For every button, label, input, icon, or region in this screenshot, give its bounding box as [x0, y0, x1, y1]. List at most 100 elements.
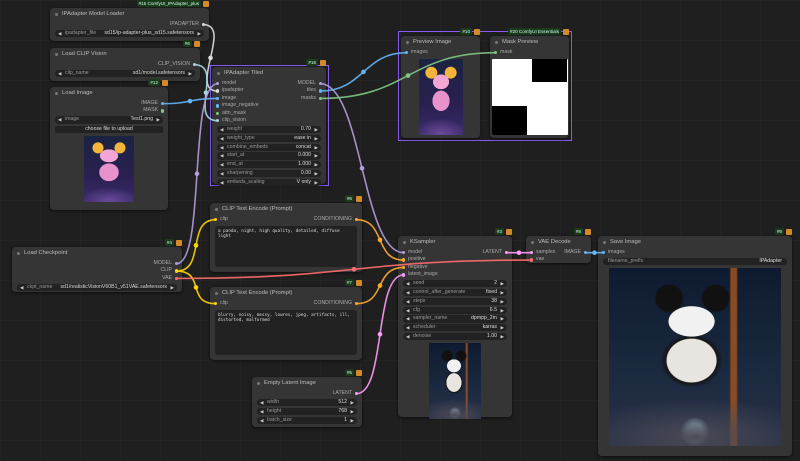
- output-dot-icon[interactable]: [174, 269, 178, 273]
- collapse-dot-icon[interactable]: [403, 241, 406, 244]
- collapse-dot-icon[interactable]: [55, 13, 58, 16]
- output-slot-clip[interactable]: CLIP: [154, 267, 182, 274]
- output-dot-icon[interactable]: [160, 109, 164, 113]
- output-slot-clip-vision[interactable]: CLIP_VISION: [158, 61, 200, 68]
- input-dot-icon[interactable]: [216, 82, 220, 86]
- output-slot-masks[interactable]: masks: [298, 95, 326, 102]
- increment-arrow-icon[interactable]: ▶: [500, 298, 504, 304]
- collapse-dot-icon[interactable]: [215, 292, 218, 295]
- node-title[interactable]: IPAdapter Model Loader#15 ComfyUI_IPAdap…: [50, 0, 209, 21]
- node-title[interactable]: Mask Preview#20 ComfyUI Essentials: [490, 28, 569, 49]
- output-dot-icon[interactable]: [174, 262, 178, 266]
- decrement-arrow-icon[interactable]: ◀: [220, 179, 224, 185]
- output-slot-conditioning[interactable]: CONDITIONING: [314, 216, 362, 223]
- decrement-arrow-icon[interactable]: ◀: [260, 399, 264, 405]
- output-slot-latent[interactable]: LATENT: [482, 249, 512, 256]
- widget-value[interactable]: 6.5: [489, 306, 497, 313]
- output-slot-conditioning[interactable]: CONDITIONING: [314, 300, 362, 307]
- node-title[interactable]: IPAdapter Tiled#16: [212, 59, 326, 80]
- node-title[interactable]: CLIP Text Encode (Prompt)#6: [210, 195, 362, 216]
- widget-value[interactable]: IPAdapter: [759, 257, 782, 264]
- output-dot-icon[interactable]: [354, 392, 358, 396]
- output-dot-icon[interactable]: [318, 96, 322, 101]
- output-slot-image[interactable]: IMAGE: [564, 249, 591, 256]
- collapse-dot-icon[interactable]: [215, 208, 218, 211]
- increment-arrow-icon[interactable]: ▶: [500, 307, 504, 313]
- output-dot-icon[interactable]: [174, 276, 178, 281]
- widget-value[interactable]: 38: [491, 297, 497, 304]
- upload-button[interactable]: choose file to upload: [55, 125, 163, 133]
- widget-value[interactable]: Test1.png: [130, 116, 154, 123]
- input-slot-images[interactable]: images: [598, 249, 625, 256]
- widget-value[interactable]: sd1/model.safetensors: [132, 69, 185, 76]
- output-slot-latent[interactable]: LATENT: [332, 390, 362, 397]
- output-dot-icon[interactable]: [504, 251, 508, 255]
- input-dot-icon[interactable]: [402, 265, 406, 270]
- decrement-arrow-icon[interactable]: ◀: [406, 333, 410, 339]
- increment-arrow-icon[interactable]: ▶: [500, 316, 504, 322]
- increment-arrow-icon[interactable]: ▶: [314, 170, 318, 176]
- decrement-arrow-icon[interactable]: ◀: [220, 144, 224, 150]
- input-dot-icon[interactable]: [214, 302, 218, 306]
- decrement-arrow-icon[interactable]: ◀: [406, 325, 410, 331]
- increment-arrow-icon[interactable]: ▶: [500, 325, 504, 331]
- output-dot-icon[interactable]: [318, 89, 322, 93]
- increment-arrow-icon[interactable]: ▶: [500, 281, 504, 287]
- input-dot-icon[interactable]: [402, 251, 406, 255]
- decrement-arrow-icon[interactable]: ◀: [220, 153, 224, 159]
- widget-value[interactable]: 768: [338, 407, 347, 414]
- input-slot-image-negative[interactable]: image_negative: [212, 102, 259, 109]
- node-title[interactable]: CLIP Text Encode (Prompt)#7: [210, 279, 362, 300]
- output-dot-icon[interactable]: [318, 82, 322, 86]
- output-dot-icon[interactable]: [583, 251, 587, 255]
- collapse-dot-icon[interactable]: [17, 252, 20, 255]
- input-dot-icon[interactable]: [216, 104, 220, 108]
- increment-arrow-icon[interactable]: ▶: [314, 179, 318, 185]
- input-slot-vae[interactable]: vae: [526, 256, 555, 263]
- node-title[interactable]: Save Image#9: [598, 228, 792, 249]
- input-slot-model[interactable]: model: [398, 249, 438, 256]
- increment-arrow-icon[interactable]: ▶: [197, 30, 201, 36]
- input-dot-icon[interactable]: [216, 111, 220, 115]
- output-slot-mask[interactable]: MASK: [141, 107, 168, 114]
- decrement-arrow-icon[interactable]: ◀: [20, 284, 24, 290]
- node-title[interactable]: Load CLIP Vision#6: [50, 40, 200, 61]
- decrement-arrow-icon[interactable]: ◀: [406, 307, 410, 313]
- widget-value[interactable]: ease in: [294, 134, 311, 141]
- decrement-arrow-icon[interactable]: ◀: [406, 316, 410, 322]
- output-slot-model[interactable]: MODEL: [298, 80, 326, 87]
- decrement-arrow-icon[interactable]: ◀: [406, 289, 410, 295]
- output-slot-image[interactable]: IMAGE: [141, 100, 168, 107]
- input-slot-clip[interactable]: clip: [210, 216, 228, 223]
- increment-arrow-icon[interactable]: ▶: [156, 117, 160, 123]
- widget-value[interactable]: 1: [344, 416, 347, 423]
- decrement-arrow-icon[interactable]: ◀: [260, 408, 264, 414]
- output-slot-ipadapter[interactable]: IPADAPTER: [170, 21, 209, 28]
- increment-arrow-icon[interactable]: ▶: [314, 126, 318, 132]
- input-slot-positive[interactable]: positive: [398, 256, 438, 263]
- output-dot-icon[interactable]: [192, 63, 196, 67]
- node-title[interactable]: Load Checkpoint#4: [12, 239, 182, 260]
- widget-value[interactable]: 0.70: [300, 125, 311, 132]
- decrement-arrow-icon[interactable]: ◀: [220, 170, 224, 176]
- input-dot-icon[interactable]: [494, 51, 498, 55]
- output-slot-vae[interactable]: VAE: [154, 275, 182, 282]
- output-dot-icon[interactable]: [201, 23, 205, 27]
